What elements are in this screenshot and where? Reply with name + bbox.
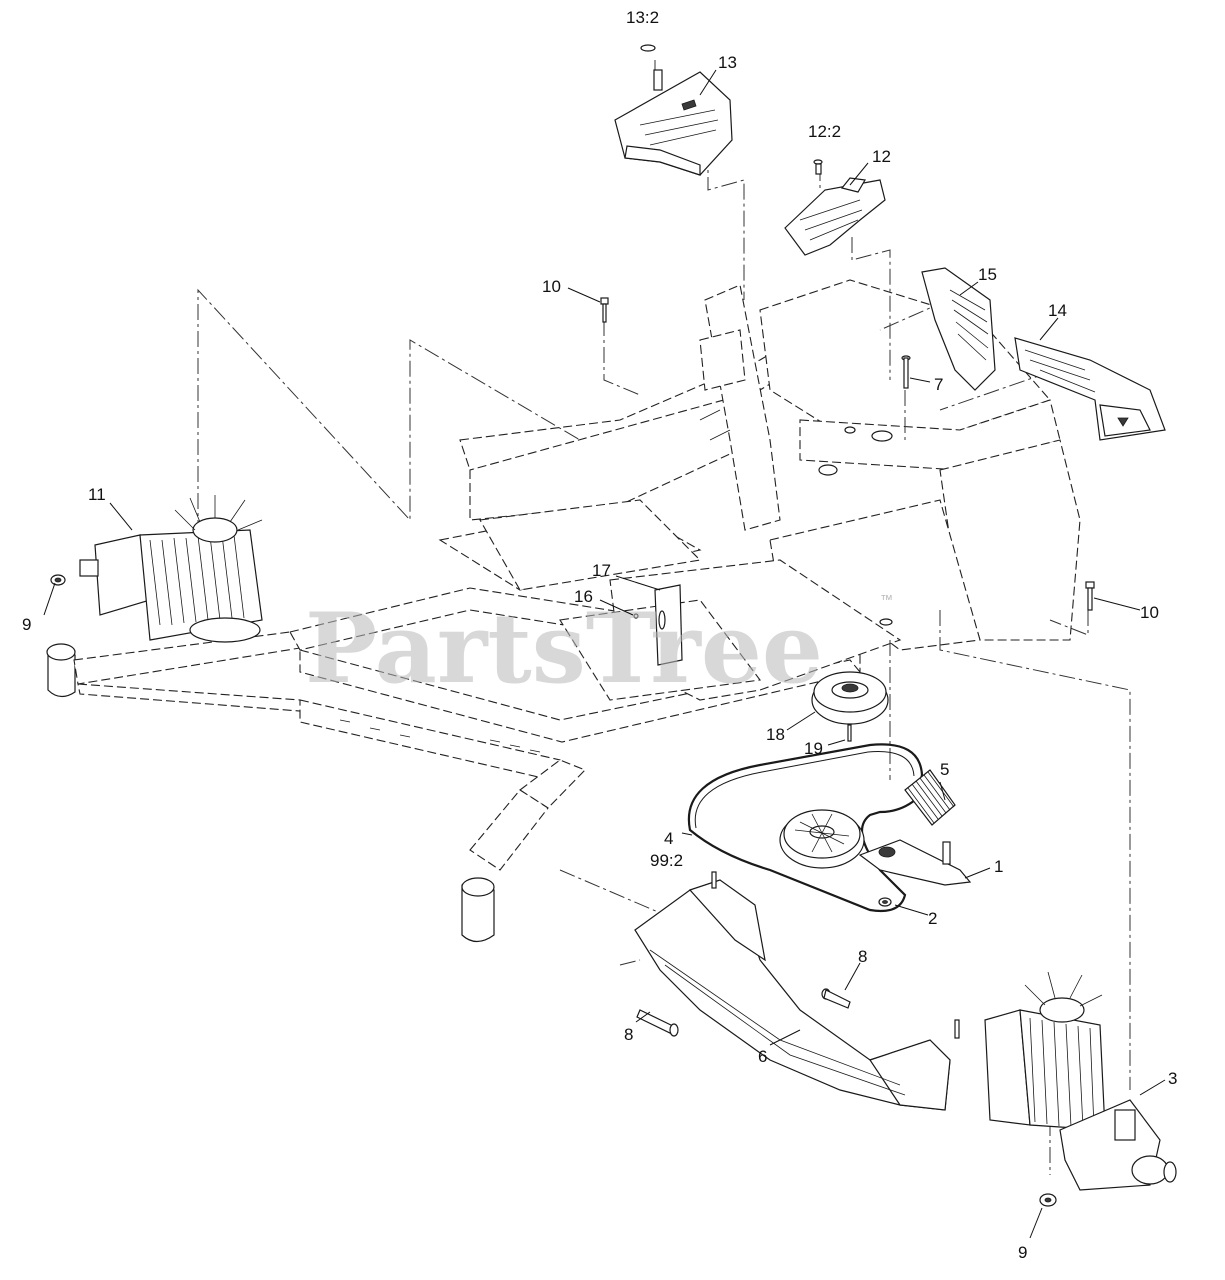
callout-12: 12	[872, 147, 891, 166]
leader-lines	[43, 69, 1166, 1239]
transaxle-3	[984, 971, 1177, 1191]
floor-plate-12	[784, 159, 886, 256]
callout-7: 7	[934, 375, 943, 394]
callout-8-right: 8	[858, 947, 867, 966]
callout-4: 4	[664, 829, 673, 848]
callout-9-left: 9	[22, 615, 31, 634]
callout-labels: 13:2 13 12:2 12 10 15 14 7 11 9 17 16 10…	[22, 8, 1177, 1262]
callout-2: 2	[928, 909, 937, 928]
callout-13-2: 13:2	[626, 8, 659, 27]
pin-8-right	[821, 988, 851, 1009]
callout-1: 1	[994, 857, 1003, 876]
watermark-trademark: ™	[880, 592, 893, 607]
callout-15: 15	[978, 265, 997, 284]
side-panel-15	[921, 267, 996, 391]
bracket-16-17	[633, 584, 683, 666]
callout-8-left: 8	[624, 1025, 633, 1044]
pulley-18	[811, 671, 889, 725]
pivot-axle-frame-6	[634, 871, 960, 1111]
callout-10-top: 10	[542, 277, 561, 296]
callout-5: 5	[940, 760, 949, 779]
callout-11: 11	[88, 485, 106, 504]
callout-3: 3	[1168, 1069, 1177, 1088]
callout-16: 16	[574, 587, 593, 606]
pin-19	[847, 724, 852, 742]
callout-19: 19	[804, 739, 823, 758]
pin-7	[901, 355, 911, 389]
nut-2	[878, 897, 892, 907]
side-panel-14	[1014, 337, 1166, 441]
callout-6: 6	[758, 1047, 767, 1066]
callout-13: 13	[718, 53, 737, 72]
pin-8-left	[636, 1009, 679, 1037]
callout-17: 17	[592, 561, 611, 580]
callout-9-bottom: 9	[1018, 1243, 1027, 1262]
callout-12-2: 12:2	[808, 122, 841, 141]
drive-belt-4	[687, 743, 924, 913]
phantom-lines	[197, 60, 1131, 1175]
callout-99-2: 99:2	[650, 851, 683, 870]
floor-plate-13	[614, 44, 733, 176]
watermark-text: PartsTree	[305, 592, 823, 705]
watermark: PartsTree ™	[305, 592, 893, 705]
bolt-10-right	[1085, 581, 1095, 611]
nut-9-bottom	[1039, 1193, 1057, 1207]
callout-14: 14	[1048, 301, 1067, 320]
extension-spring-5	[904, 769, 956, 826]
bolt-10-top	[600, 297, 609, 323]
main-frame	[46, 279, 1081, 943]
transaxle-11	[50, 495, 263, 643]
idler-pulley-assembly-1	[779, 809, 972, 886]
callout-18: 18	[766, 725, 785, 744]
callout-10-right: 10	[1140, 603, 1159, 622]
